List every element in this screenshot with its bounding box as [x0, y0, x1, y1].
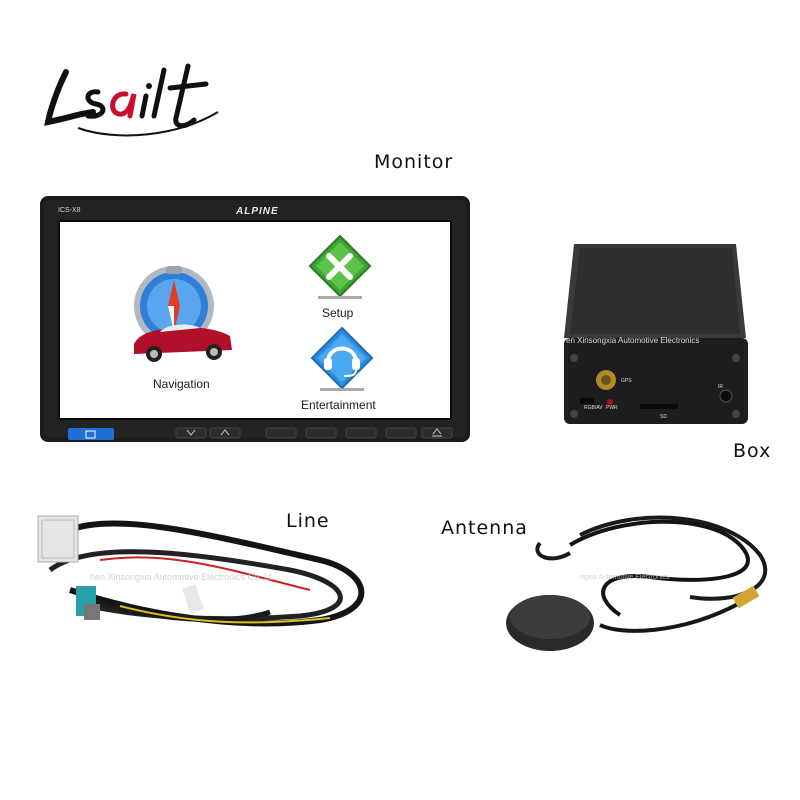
box-ir-label: IR	[718, 384, 723, 390]
monitor-model: ICS-X8	[58, 207, 81, 214]
line-caption: Line	[286, 510, 330, 532]
cable-harness	[37, 515, 365, 627]
box-rgb-label: RGB/AV	[584, 405, 603, 411]
box-sd-label: SD	[660, 414, 667, 420]
brand-logo	[44, 63, 219, 137]
interface-box	[564, 244, 748, 424]
app-label-setup: Setup	[322, 306, 354, 320]
tools-icon[interactable]	[304, 234, 376, 300]
home-button	[68, 428, 114, 440]
antenna-caption: Antenna	[441, 517, 528, 539]
box-pwr-label: PWR	[606, 405, 618, 411]
monitor-screen	[60, 222, 450, 418]
monitor-caption: Monitor	[374, 151, 454, 173]
monitor-brand: ALPINE	[236, 206, 279, 217]
line-watermark: hen Xinsongxia Automotive Electronics Co…	[90, 572, 272, 582]
box-gps-label: GPS	[621, 378, 632, 384]
box-caption: Box	[733, 440, 772, 462]
headset-icon[interactable]	[306, 326, 378, 392]
app-label-navigation: Navigation	[153, 377, 210, 391]
compass-car-icon[interactable]	[120, 262, 240, 372]
box-watermark: en Xinsongxia Automotive Electronics	[566, 336, 700, 345]
gps-antenna	[506, 515, 768, 651]
app-label-entertainment: Entertainment	[301, 398, 376, 412]
antenna-watermark: ngxia Automotive Electronics	[580, 574, 670, 581]
